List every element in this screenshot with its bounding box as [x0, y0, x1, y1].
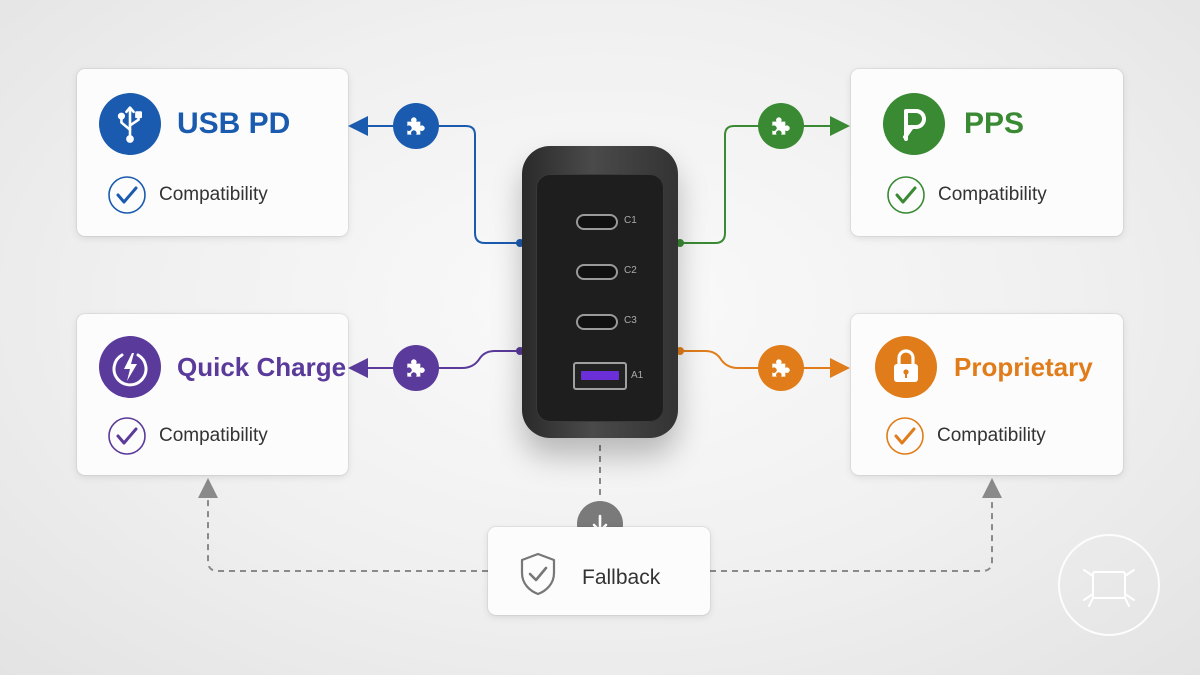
card-subtitle: Compatibility [159, 425, 268, 446]
port-label: A1 [631, 370, 644, 381]
card-title: Quick Charge [177, 352, 347, 382]
puzzle-icon [393, 103, 439, 149]
pps-card: PPS Compatibility [851, 69, 1123, 236]
pps-connector [680, 116, 850, 244]
puzzle-icon [758, 103, 804, 149]
fallback-label: Fallback [582, 566, 661, 589]
check-icon [887, 176, 925, 214]
card-subtitle: Compatibility [159, 184, 268, 205]
charger-face: C1 C2 C3 A1 [536, 174, 664, 422]
check-icon [886, 417, 924, 455]
usb-pd-connector [348, 116, 520, 244]
card-title: Proprietary [954, 352, 1093, 382]
card-title: PPS [964, 107, 1025, 140]
lightning-icon [99, 336, 161, 398]
lock-icon [875, 336, 937, 398]
qc-connector [348, 350, 520, 378]
usb-icon [99, 93, 161, 155]
card-subtitle: Compatibility [938, 184, 1047, 205]
puzzle-icon [393, 345, 439, 391]
quick-charge-card: Quick Charge Compatibility [77, 314, 348, 475]
port-label: C3 [624, 315, 637, 326]
card-title: USB PD [177, 107, 291, 140]
charger-device: C1 C2 C3 A1 [522, 146, 678, 438]
prop-connector [680, 350, 850, 378]
watermark-logo-icon [1058, 534, 1160, 636]
check-icon [108, 176, 146, 214]
proprietary-card: Proprietary Compatibility [851, 314, 1123, 475]
card-subtitle: Compatibility [937, 425, 1046, 446]
puzzle-icon [758, 345, 804, 391]
fallback-card: Fallback [488, 527, 710, 615]
check-icon [108, 417, 146, 455]
fallback-right-line [710, 478, 1002, 572]
usb-pd-card: USB PD Compatibility [77, 69, 348, 236]
port-label: C2 [624, 265, 637, 276]
shield-check-icon [520, 552, 556, 596]
fallback-left-line [198, 478, 488, 572]
p-logo-icon [883, 93, 945, 155]
port-label: C1 [624, 215, 637, 226]
